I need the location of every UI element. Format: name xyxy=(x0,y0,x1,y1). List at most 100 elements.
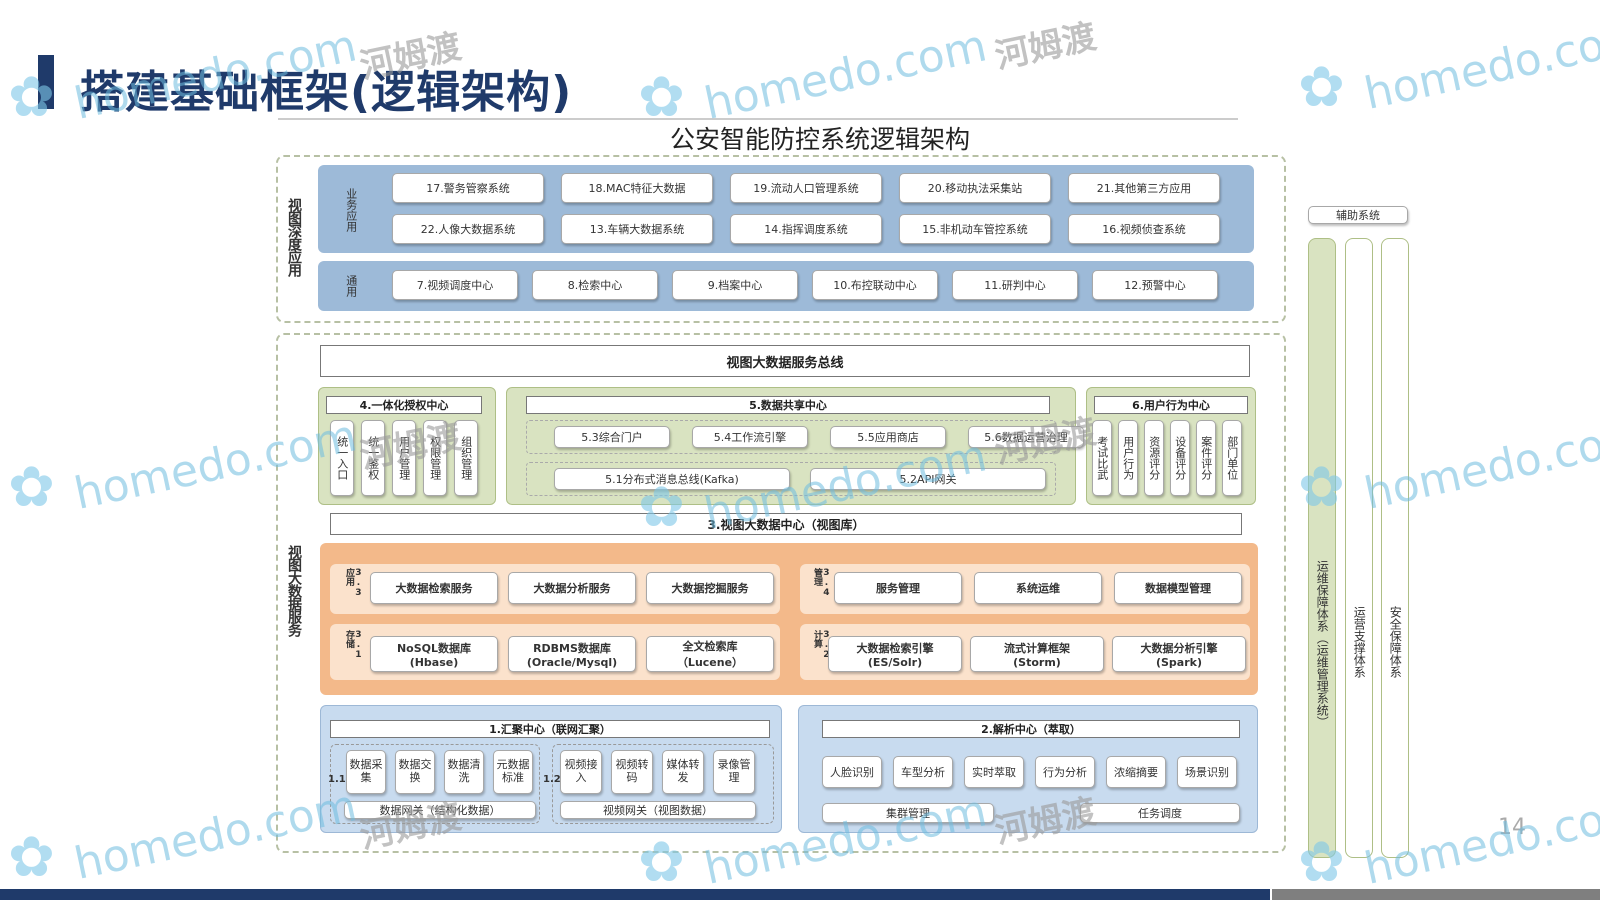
general-item: 11.研判中心 xyxy=(952,270,1078,300)
footer-bar-grey xyxy=(1272,889,1600,900)
storage-item-line: 全文检索库 xyxy=(682,640,738,653)
gather-item: 录像管理 xyxy=(713,750,755,794)
parse-item: 实时萃取 xyxy=(964,756,1024,788)
gather-item: 元数据标准 xyxy=(493,750,533,794)
compute-item-line: (Storm) xyxy=(1013,655,1061,669)
cluster-management: 集群管理 xyxy=(822,803,994,823)
gather-item: 视频接入 xyxy=(560,750,602,794)
business-app-item: 18.MAC特征大数据 xyxy=(561,173,713,203)
watermark-flower-icon: ✿ xyxy=(8,65,55,130)
share-center-row2-frame xyxy=(526,462,1056,496)
parse-item: 人脸识别 xyxy=(822,756,882,788)
aux-col-operation-label: 运营支撑体系 xyxy=(1352,606,1367,678)
watermark-flower-icon: ✿ xyxy=(638,65,685,130)
gather-item: 视频转码 xyxy=(611,750,653,794)
behavior-item: 考试比武 xyxy=(1092,420,1112,496)
footer-bar-dark xyxy=(0,889,1270,900)
service-bus: 视图大数据服务总线 xyxy=(320,345,1250,377)
watermark-flower-icon: ✿ xyxy=(1298,830,1345,895)
gather-group1-frame xyxy=(330,744,540,824)
share-item: 5.6数据运营治理 xyxy=(968,426,1084,448)
aux-col-security-label: 安全保障体系 xyxy=(1388,606,1403,678)
share-item: 5.3综合门户 xyxy=(554,426,670,448)
business-app-item: 20.移动执法采集站 xyxy=(899,173,1051,203)
compute-item: 大数据分析引擎(Spark) xyxy=(1112,636,1246,672)
diagram-title: 公安智能防控系统逻辑架构 xyxy=(669,125,970,154)
compute-item-line: (ES/Solr) xyxy=(867,655,923,669)
compute-item-line: 流式计算框架 xyxy=(1004,641,1070,655)
parse-center-title: 2.解析中心（萃取） xyxy=(822,720,1240,738)
gather-label-1-2: 1.2 xyxy=(543,774,561,785)
bigdata-center-title: 3.视图大数据中心（视图库） xyxy=(330,513,1242,535)
share-item: 5.5应用商店 xyxy=(830,426,946,448)
business-app-item: 21.其他第三方应用 xyxy=(1068,173,1220,203)
title-underline xyxy=(278,118,1238,120)
storage-item: NoSQL数据库(Hbase) xyxy=(370,636,498,672)
share-center-title: 5.数据共享中心 xyxy=(526,396,1050,414)
aux-col-ops xyxy=(1308,238,1336,858)
gather-center-title: 1.汇聚中心（联网汇聚） xyxy=(330,720,770,738)
general-item: 9.档案中心 xyxy=(672,270,798,300)
behavior-item: 设备评分 xyxy=(1170,420,1190,496)
watermark-flower-icon: ✿ xyxy=(638,475,685,540)
bigdata-service-section xyxy=(276,333,1286,853)
compute-label: 3.2 计算 xyxy=(812,630,832,660)
watermark-latin: homedo.com xyxy=(1360,10,1600,120)
parse-item: 浓缩摘要 xyxy=(1106,756,1166,788)
storage-item-line: （Lucene） xyxy=(676,656,744,669)
page-number: 14 xyxy=(1498,815,1526,840)
data-gateway: 数据网关（结构化数据） xyxy=(344,801,536,819)
gather-label-1-1: 1.1 xyxy=(328,774,346,785)
app-label: 3.3 应用 xyxy=(344,568,364,598)
watermark-latin: homedo.com xyxy=(70,780,362,890)
app-service: 大数据检索服务 xyxy=(370,572,498,604)
compute-item-line: (Spark) xyxy=(1155,655,1202,669)
video-gateway: 视频网关（视图数据） xyxy=(560,801,756,819)
aux-col-security xyxy=(1381,238,1409,858)
app-service: 大数据分析服务 xyxy=(508,572,636,604)
gather-item: 数据交换 xyxy=(395,750,435,794)
storage-item: 全文检索库 （Lucene） xyxy=(646,636,774,672)
title-accent-bar xyxy=(38,55,54,109)
storage-item-line: (Hbase) xyxy=(409,655,459,669)
auth-item: 统一入口 xyxy=(330,420,354,496)
slide-title: 搭建基础框架(逻辑架构) xyxy=(80,67,573,118)
behavior-center-title: 6.用户行为中心 xyxy=(1094,396,1248,414)
watermark-flower-icon: ✿ xyxy=(638,830,685,895)
general-item: 7.视频调度中心 xyxy=(392,270,518,300)
gather-item: 数据清洗 xyxy=(444,750,484,794)
storage-item-line: RDBMS数据库 xyxy=(533,641,611,655)
business-app-item: 15.非机动车管控系统 xyxy=(899,214,1051,244)
business-app-item: 17.警务管察系统 xyxy=(392,173,544,203)
share-item: 5.2API网关 xyxy=(810,468,1046,490)
behavior-item: 案件评分 xyxy=(1196,420,1216,496)
parse-item: 车型分析 xyxy=(893,756,953,788)
compute-item: 流式计算框架(Storm) xyxy=(970,636,1104,672)
auth-item: 组织管理 xyxy=(454,420,478,496)
business-app-item: 16.视频侦查系统 xyxy=(1068,214,1220,244)
business-app-item: 13.车辆大数据系统 xyxy=(561,214,713,244)
share-item: 5.1分布式消息总线(Kafka) xyxy=(554,468,790,490)
aux-col-operation xyxy=(1345,238,1373,858)
aux-col-ops-label: 运维保障体系（运维管理系统） xyxy=(1315,560,1330,728)
behavior-item: 资源评分 xyxy=(1144,420,1164,496)
task-scheduling: 任务调度 xyxy=(1080,803,1240,823)
business-app-item: 14.指挥调度系统 xyxy=(730,214,882,244)
parse-item: 行为分析 xyxy=(1035,756,1095,788)
watermark-flower-icon: ✿ xyxy=(1298,455,1345,520)
auth-center-title: 4.一体化授权中心 xyxy=(326,396,482,414)
auth-item: 用户管理 xyxy=(392,420,416,496)
manage-service: 数据模型管理 xyxy=(1114,572,1242,604)
behavior-item: 部门单位 xyxy=(1222,420,1242,496)
storage-item-line: (Oracle/Mysql) xyxy=(526,655,618,669)
auth-item: 统一鉴权 xyxy=(361,420,385,496)
compute-item: 大数据检索引擎(ES/Solr) xyxy=(828,636,962,672)
general-label: 通用 xyxy=(344,275,358,297)
storage-item-line: NoSQL数据库 xyxy=(396,641,472,655)
deep-application-section xyxy=(276,155,1286,323)
parse-item: 场景识别 xyxy=(1177,756,1237,788)
bigdata-service-label: 视图大数据服务 xyxy=(286,545,302,636)
business-app-item: 22.人像大数据系统 xyxy=(392,214,544,244)
watermark-flower-icon: ✿ xyxy=(8,825,55,890)
app-service: 大数据挖掘服务 xyxy=(646,572,774,604)
